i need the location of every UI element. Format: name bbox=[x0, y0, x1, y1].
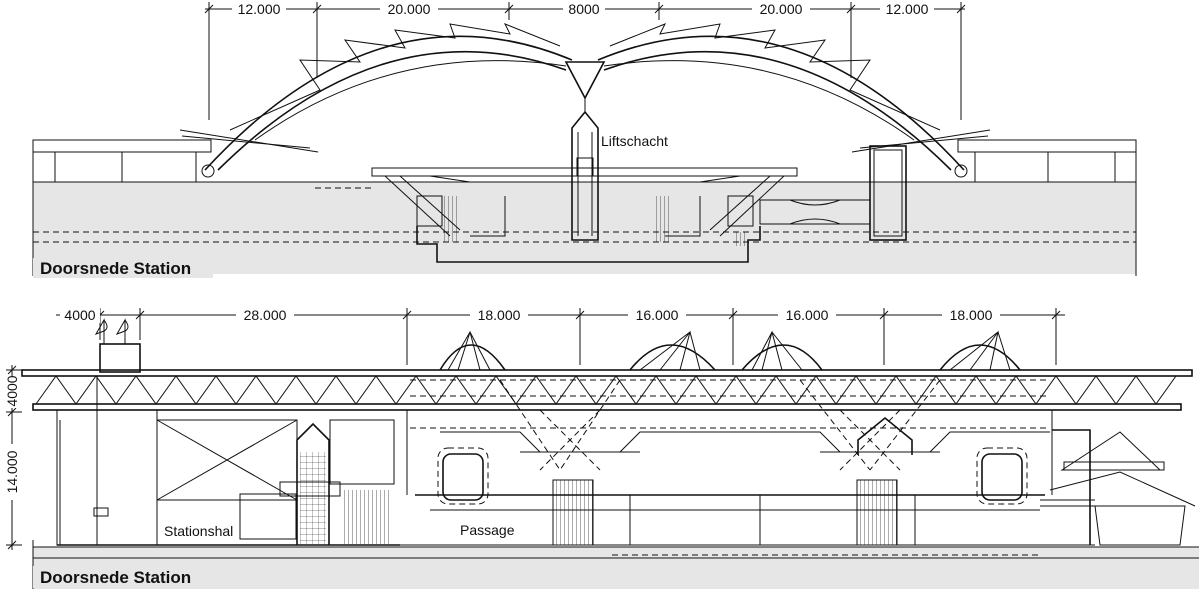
right-pavilion bbox=[1040, 429, 1196, 546]
top-dim-4: 20.000 bbox=[760, 1, 803, 17]
bottom-dim-3: 18.000 bbox=[478, 307, 521, 323]
bottom-dimension-line bbox=[56, 308, 1065, 365]
top-dim-5: 12.000 bbox=[886, 1, 929, 17]
label-liftschacht: Liftschacht bbox=[601, 133, 668, 149]
bottom-dim-6: 18.000 bbox=[950, 307, 993, 323]
platform-canopy-left bbox=[32, 139, 212, 182]
bottom-section-title: Doorsnede Station bbox=[40, 568, 191, 587]
top-section-title: Doorsnede Station bbox=[40, 259, 191, 278]
entrance-tower bbox=[94, 318, 141, 373]
roof-truss bbox=[21, 369, 1193, 411]
central-hanger bbox=[564, 61, 606, 112]
bottom-ground bbox=[33, 547, 1199, 589]
top-ground bbox=[33, 182, 1136, 274]
lift-shaft bbox=[571, 110, 599, 241]
bottom-dim-1: 4000 bbox=[64, 307, 95, 323]
label-stationshal: Stationshal bbox=[164, 523, 233, 539]
bottom-dim-4: 16.000 bbox=[636, 307, 679, 323]
top-dim-2: 20.000 bbox=[388, 1, 431, 17]
arch-truss-right bbox=[597, 23, 991, 178]
roof-lanterns bbox=[439, 330, 1021, 371]
bottom-dim-5: 16.000 bbox=[786, 307, 829, 323]
basement bbox=[416, 196, 761, 263]
label-passage: Passage bbox=[460, 522, 515, 538]
vertical-dim-2: 14.000 bbox=[4, 450, 20, 493]
vertical-dim-1: 4000 bbox=[4, 375, 20, 406]
concourse-deck bbox=[371, 167, 798, 237]
arch-truss-left bbox=[179, 23, 573, 178]
platform-canopy-right bbox=[957, 139, 1137, 182]
station-hall bbox=[56, 376, 400, 546]
top-section: 12.000 20.000 8000 20.000 12.000 bbox=[32, 0, 1137, 278]
bottom-dim-2: 28.000 bbox=[244, 307, 287, 323]
bottom-section: 4000 28.000 18.000 16.000 16.000 18.000 … bbox=[4, 306, 1199, 589]
top-dim-1: 12.000 bbox=[238, 1, 281, 17]
right-block bbox=[869, 145, 907, 241]
top-dim-3: 8000 bbox=[568, 1, 599, 17]
central-hall bbox=[400, 379, 1053, 559]
